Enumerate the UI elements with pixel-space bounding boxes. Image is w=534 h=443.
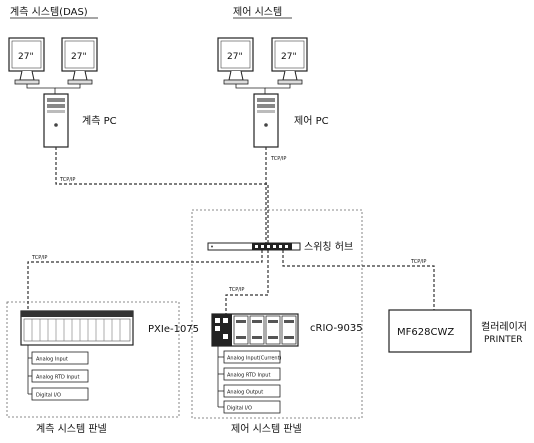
crio-module-box [223, 400, 281, 414]
pxie-module-label: Analog RTD Input [36, 375, 79, 381]
printer-name-line2: PRINTER [484, 335, 523, 345]
measurement-panel-box [6, 301, 180, 418]
monitor-size-label: 27" [18, 52, 34, 62]
crio-module-box [223, 384, 281, 398]
printer-model-label: MF628CWZ [397, 327, 454, 338]
crio-module-label: Analog Input(Current) [227, 356, 282, 362]
pxie-chassis-icon [20, 310, 134, 346]
printer-name-line1: 컬러레이저 [481, 320, 527, 333]
crio-module-label: Analog RTD Input [227, 373, 270, 379]
measurement-panel-label: 계측 시스템 판넬 [36, 423, 107, 435]
control-panel-label: 제어 시스템 판넬 [231, 423, 302, 435]
tcpip-label: TCP/IP [270, 156, 286, 162]
crio-module-label: Digital I/O [227, 406, 252, 412]
monitor-icon: 27" [271, 37, 308, 85]
pxie-name-label: PXIe-1075 [148, 324, 199, 335]
control-panel-box [191, 209, 363, 419]
measurement-system-title: 계측 시스템(DAS) [10, 6, 88, 18]
tcpip-label: TCP/IP [228, 287, 244, 293]
monitor-icon: 27" [61, 37, 98, 85]
monitor-icon: 27" [217, 37, 254, 85]
measurement-pc-label: 계측 PC [82, 115, 117, 127]
monitor-size-label: 27" [71, 52, 87, 62]
pxie-module-box [31, 351, 89, 365]
pxie-module-box [31, 387, 89, 401]
control-pc-label: 제어 PC [294, 115, 329, 127]
pc-tower-icon [43, 93, 69, 148]
pxie-module-box [31, 369, 89, 383]
tcpip-label: TCP/IP [31, 255, 47, 261]
crio-controller-icon [211, 313, 299, 347]
pxie-module-label: Analog Input [36, 357, 68, 363]
pc-tower-icon [253, 93, 279, 148]
pxie-module-label: Digital I/O [36, 393, 61, 399]
tcpip-label: TCP/IP [410, 259, 426, 265]
printer-box [388, 309, 472, 353]
control-system-title: 제어 시스템 [233, 6, 282, 18]
monitor-icon: 27" [8, 37, 45, 85]
tcpip-label: TCP/IP [59, 177, 75, 183]
crio-module-box [223, 350, 281, 364]
crio-module-box [223, 367, 281, 381]
switching-hub-icon [207, 242, 301, 251]
monitor-size-label: 27" [281, 52, 297, 62]
crio-name-label: cRIO-9035 [310, 323, 363, 334]
crio-module-label: Analog Output [227, 390, 263, 396]
monitor-size-label: 27" [227, 52, 243, 62]
switching-hub-label: 스위칭 허브 [304, 240, 353, 253]
